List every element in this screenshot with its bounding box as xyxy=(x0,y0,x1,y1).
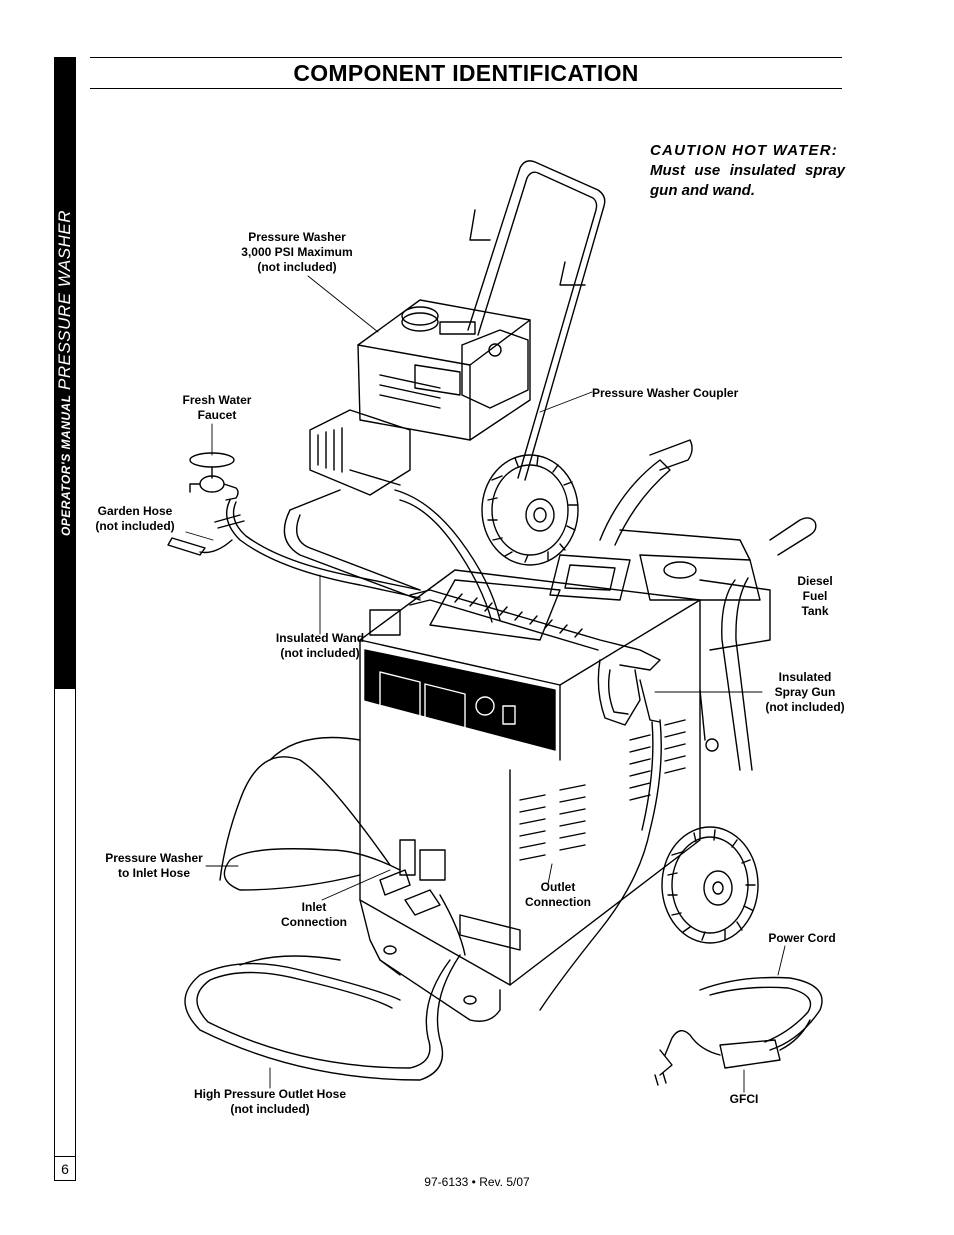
label-gfci: GFCI xyxy=(729,1092,759,1106)
header-rule-top xyxy=(90,57,842,58)
header-rule-bottom xyxy=(90,88,842,89)
sidebar-frame xyxy=(54,689,76,1181)
caution-note: CAUTION HOT WATER: Must use insulated sp… xyxy=(650,141,845,201)
hoses xyxy=(184,719,662,1081)
washer-frame xyxy=(283,160,606,601)
label-outlet-connection: Outlet Connection xyxy=(525,880,591,909)
coupler-hose xyxy=(394,489,501,623)
faucet xyxy=(189,452,239,501)
label-inlet-hose: Pressure Washer to Inlet Hose xyxy=(105,851,203,880)
label-pressure-washer-coupler: Pressure Washer Coupler xyxy=(592,386,739,400)
label-pressure-washer: Pressure Washer 3,000 PSI Maximum (not i… xyxy=(241,230,353,274)
label-garden-hose: Garden Hose (not included) xyxy=(95,504,175,533)
washer-pump xyxy=(309,409,411,496)
caution-heading: CAUTION HOT WATER: xyxy=(650,142,838,159)
label-insulated-wand: Insulated Wand (not included) xyxy=(275,631,365,660)
heater-base xyxy=(359,899,501,1022)
heater-wheel xyxy=(661,826,759,944)
power-cord xyxy=(654,976,823,1086)
label-diesel-fuel-tank: Diesel Fuel Tank xyxy=(797,574,833,618)
sidebar-band xyxy=(54,57,76,689)
label-power-cord: Power Cord xyxy=(768,931,836,945)
doc-number: 97-6133 • Rev. 5/07 xyxy=(424,1175,530,1189)
label-fresh-water-faucet: Fresh Water Faucet xyxy=(182,393,252,422)
washer-wheel xyxy=(481,454,579,566)
caution-body: Must use insulated spray gun and wand. xyxy=(650,162,845,199)
page-number: 6 xyxy=(54,1156,76,1181)
garden-hose xyxy=(167,499,421,599)
page-title: COMPONENT IDENTIFICATION xyxy=(293,60,639,86)
washer-engine xyxy=(357,299,531,441)
label-inlet-connection: Inlet Connection xyxy=(281,900,347,929)
control-panel xyxy=(379,671,516,733)
spray-gun xyxy=(409,589,661,726)
leader-lines xyxy=(185,275,786,1093)
label-insulated-spray-gun: Insulated Spray Gun (not included) xyxy=(765,670,845,714)
heater-frame xyxy=(599,439,817,771)
label-high-pressure-outlet-hose: High Pressure Outlet Hose (not included) xyxy=(193,1087,347,1116)
